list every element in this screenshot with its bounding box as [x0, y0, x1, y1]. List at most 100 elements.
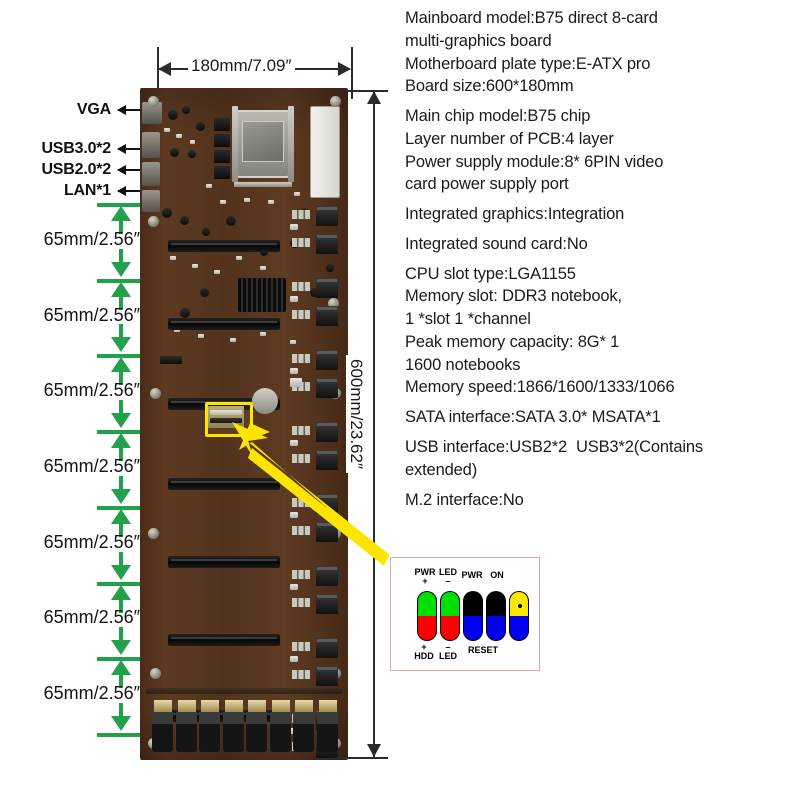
- port-label-lan-text: LAN*1: [63, 182, 111, 199]
- pin-pwr-led-plus: [417, 591, 437, 641]
- header-highlight-box: [205, 402, 253, 437]
- vrm-choke: [214, 166, 230, 179]
- gpu-power-mosfet: [316, 666, 338, 686]
- mounting-hole: [148, 96, 159, 107]
- segment-tick-bar: [97, 203, 145, 207]
- spec-line: USB interface:USB2*2 USB3*2(Contains ext…: [405, 438, 704, 479]
- pin-pwr-switch-top: [463, 591, 483, 616]
- segment-tick-bar: [97, 733, 145, 737]
- front-panel-pin-row: [210, 410, 242, 415]
- segment-arrow-down: [111, 413, 131, 428]
- electrolytic-capacitor: [226, 216, 236, 226]
- gpu-power-mosfet: [316, 494, 338, 514]
- bottom-edge-connector-band: [146, 688, 342, 694]
- width-dim-tick-left: [157, 47, 159, 99]
- pin-top-label-on-sw: ON: [485, 571, 509, 580]
- pin-pwr-led-minus-top: [440, 591, 460, 616]
- electrolytic-capacitor: [200, 288, 209, 297]
- port-label-lan: LAN*1: [0, 182, 111, 200]
- gpu-power-cap: [290, 368, 298, 374]
- spec-line: Integrated graphics:Integration: [405, 205, 625, 224]
- cpu-socket: [236, 110, 290, 178]
- pin-pwr-led-plus-top: [417, 591, 437, 616]
- spec-line: Motherboard plate type:E-ATX pro: [405, 54, 651, 73]
- spec-line: Mainboard model:B75 direct 8-card multi-…: [405, 9, 658, 50]
- segment-tick-bar: [97, 657, 145, 661]
- gpu-power-mosfet: [316, 566, 338, 586]
- spec-line: SATA interface:SATA 3.0* MSATA*1: [405, 408, 661, 427]
- segment-arrow-up: [111, 509, 131, 524]
- smd-resistor: [220, 200, 226, 204]
- ddr3-sodimm-slot: [310, 106, 340, 198]
- smd-resistor: [214, 270, 220, 274]
- gpu-power-driver-ic: [292, 426, 310, 435]
- pcie-6pin-gold-pins: [177, 700, 196, 712]
- pcie-6pin-power-connector: [152, 712, 173, 752]
- gpu-power-driver-ic: [292, 526, 310, 535]
- segment-arrow-down: [111, 489, 131, 504]
- segment-arrow-down: [111, 716, 131, 731]
- pcie-6pin-gold-pins: [271, 700, 290, 712]
- pin-polarity-dot: [518, 604, 522, 608]
- width-dim-tick-right: [351, 47, 353, 99]
- mounting-hole: [150, 668, 161, 679]
- spec-gap: [405, 98, 797, 105]
- gpu-power-driver-ic: [292, 498, 310, 507]
- spec-gap: [405, 482, 797, 489]
- gpu-power-cap: [290, 296, 298, 302]
- pin-top-label-pwr-led-minus: LED–: [436, 568, 460, 586]
- height-dim-arrow-bottom: [367, 744, 381, 757]
- spec-gap: [405, 256, 797, 263]
- electrolytic-capacitor: [180, 216, 189, 225]
- smd-resistor: [174, 328, 180, 332]
- port-label-usb3-text: USB3.0*2: [41, 140, 111, 157]
- segment-arrow-down: [111, 640, 131, 655]
- spec-line: Integrated sound card:No: [405, 234, 588, 253]
- gpu-power-mosfet: [316, 450, 338, 470]
- segment-arrow-stem: [119, 552, 123, 566]
- segment-arrow-stem: [119, 674, 123, 688]
- pin-top-label-pwr-led-plus: PWR+: [413, 568, 437, 586]
- smd-resistor: [290, 340, 296, 344]
- gpu-power-cap: [290, 512, 298, 518]
- smd-resistor: [164, 128, 170, 132]
- pin-label-line2: +: [422, 576, 428, 586]
- pcie-6pin-power-connector: [316, 712, 338, 752]
- spec-line: M.2 interface:No: [405, 490, 524, 509]
- segment-length-label: 65mm/2.56″: [43, 305, 140, 325]
- mounting-hole: [328, 298, 339, 309]
- pcie-6pin-power-connector: [175, 712, 197, 752]
- smd-resistor: [268, 200, 274, 204]
- front-panel-pin-row-2: [210, 418, 242, 423]
- segment-arrow-down: [111, 337, 131, 352]
- cpu-socket-die: [242, 120, 284, 162]
- pcie-6pin-gold-pins: [201, 700, 219, 712]
- gpu-power-driver-ic: [292, 310, 310, 319]
- pin-on-indicator: [509, 591, 529, 641]
- segment-arrow-stem: [119, 599, 123, 613]
- segment-arrow-stem: [119, 703, 123, 717]
- segment-arrow-stem: [119, 220, 123, 234]
- pcie-6pin-power-connector: [293, 712, 314, 752]
- segment-arrow-stem: [119, 627, 123, 641]
- pcie-6pin-power-connector: [222, 712, 244, 752]
- smd-resistor: [260, 332, 266, 336]
- b75-chipset-heatsink: [238, 278, 286, 312]
- segment-arrow-stem: [119, 400, 123, 414]
- segment-arrow-up: [111, 357, 131, 372]
- gpu-power-mosfet: [316, 422, 338, 442]
- electrolytic-capacitor: [202, 228, 210, 236]
- smd-resistor: [192, 264, 198, 268]
- gpu-power-mosfet: [316, 378, 338, 398]
- segment-arrow-up: [111, 585, 131, 600]
- pin-pwr-led-plus-bottom: [417, 616, 437, 641]
- pcie-x1-slot: [168, 318, 280, 330]
- height-dim-tick-top: [336, 90, 388, 92]
- segment-arrow-up: [111, 206, 131, 221]
- pcie-x1-slot: [168, 240, 280, 252]
- pin-bottom-label-hdd-led-minus: –LED: [436, 643, 460, 661]
- port-label-usb2-text: USB2.0*2: [41, 161, 111, 178]
- smd-resistor: [190, 140, 195, 144]
- segment-tick-bar: [97, 506, 145, 510]
